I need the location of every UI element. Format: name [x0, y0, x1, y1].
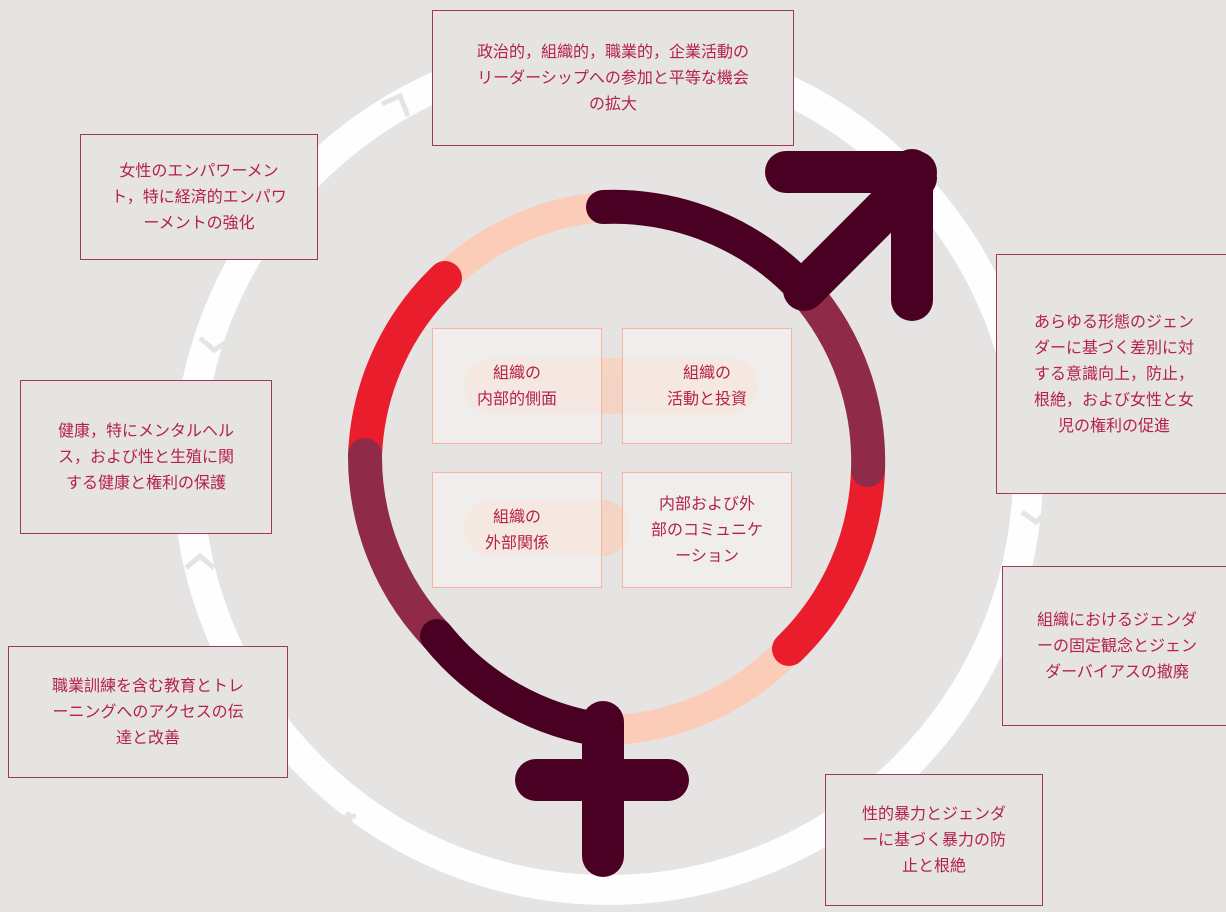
quadrant-top-left-text: 組織の 内部的側面 — [476, 363, 557, 408]
outer-item-mid-left: 健康，特にメンタルヘル ス，および性と生殖に関 する健康と権利の保護 — [20, 380, 272, 534]
quadrant-top-right-text: 組織の 活動と投資 — [666, 363, 747, 408]
quadrant-top-left — [432, 328, 602, 444]
outer-item-right: あらゆる形態のジェン ダーに基づく差別に対 する意識向上，防止， 根絶，および女… — [996, 254, 1226, 494]
outer-item-top: 政治的，組織的，職業的，企業活動の リーダーシップへの参加と平等な機会 の拡大 — [432, 10, 794, 146]
gender-symbol-icon — [347, 149, 937, 877]
quadrant-bottom-left — [432, 472, 602, 588]
outer-item-upper-left: 女性のエンパワーメン ト，特に経済的エンパワ ーメントの強化 — [80, 134, 318, 260]
quadrant-bottom-right-text: 内部および外 部のコミュニケ ーション — [650, 494, 763, 565]
quadrant-bottom-right — [622, 472, 792, 588]
quadrant-bottom-left-text: 組織の 外部関係 — [484, 507, 549, 552]
outer-item-lower-left: 職業訓練を含む教育とトレ ーニングへのアクセスの伝 達と改善 — [8, 646, 288, 778]
outer-item-bottom-right: 性的暴力とジェンダ ーに基づく暴力の防 止と根絶 — [825, 774, 1043, 906]
outer-item-lower-right: 組織におけるジェンダ ーの固定観念とジェン ダーバイアスの撤廃 — [1002, 566, 1226, 726]
quadrant-top-right — [622, 328, 792, 444]
